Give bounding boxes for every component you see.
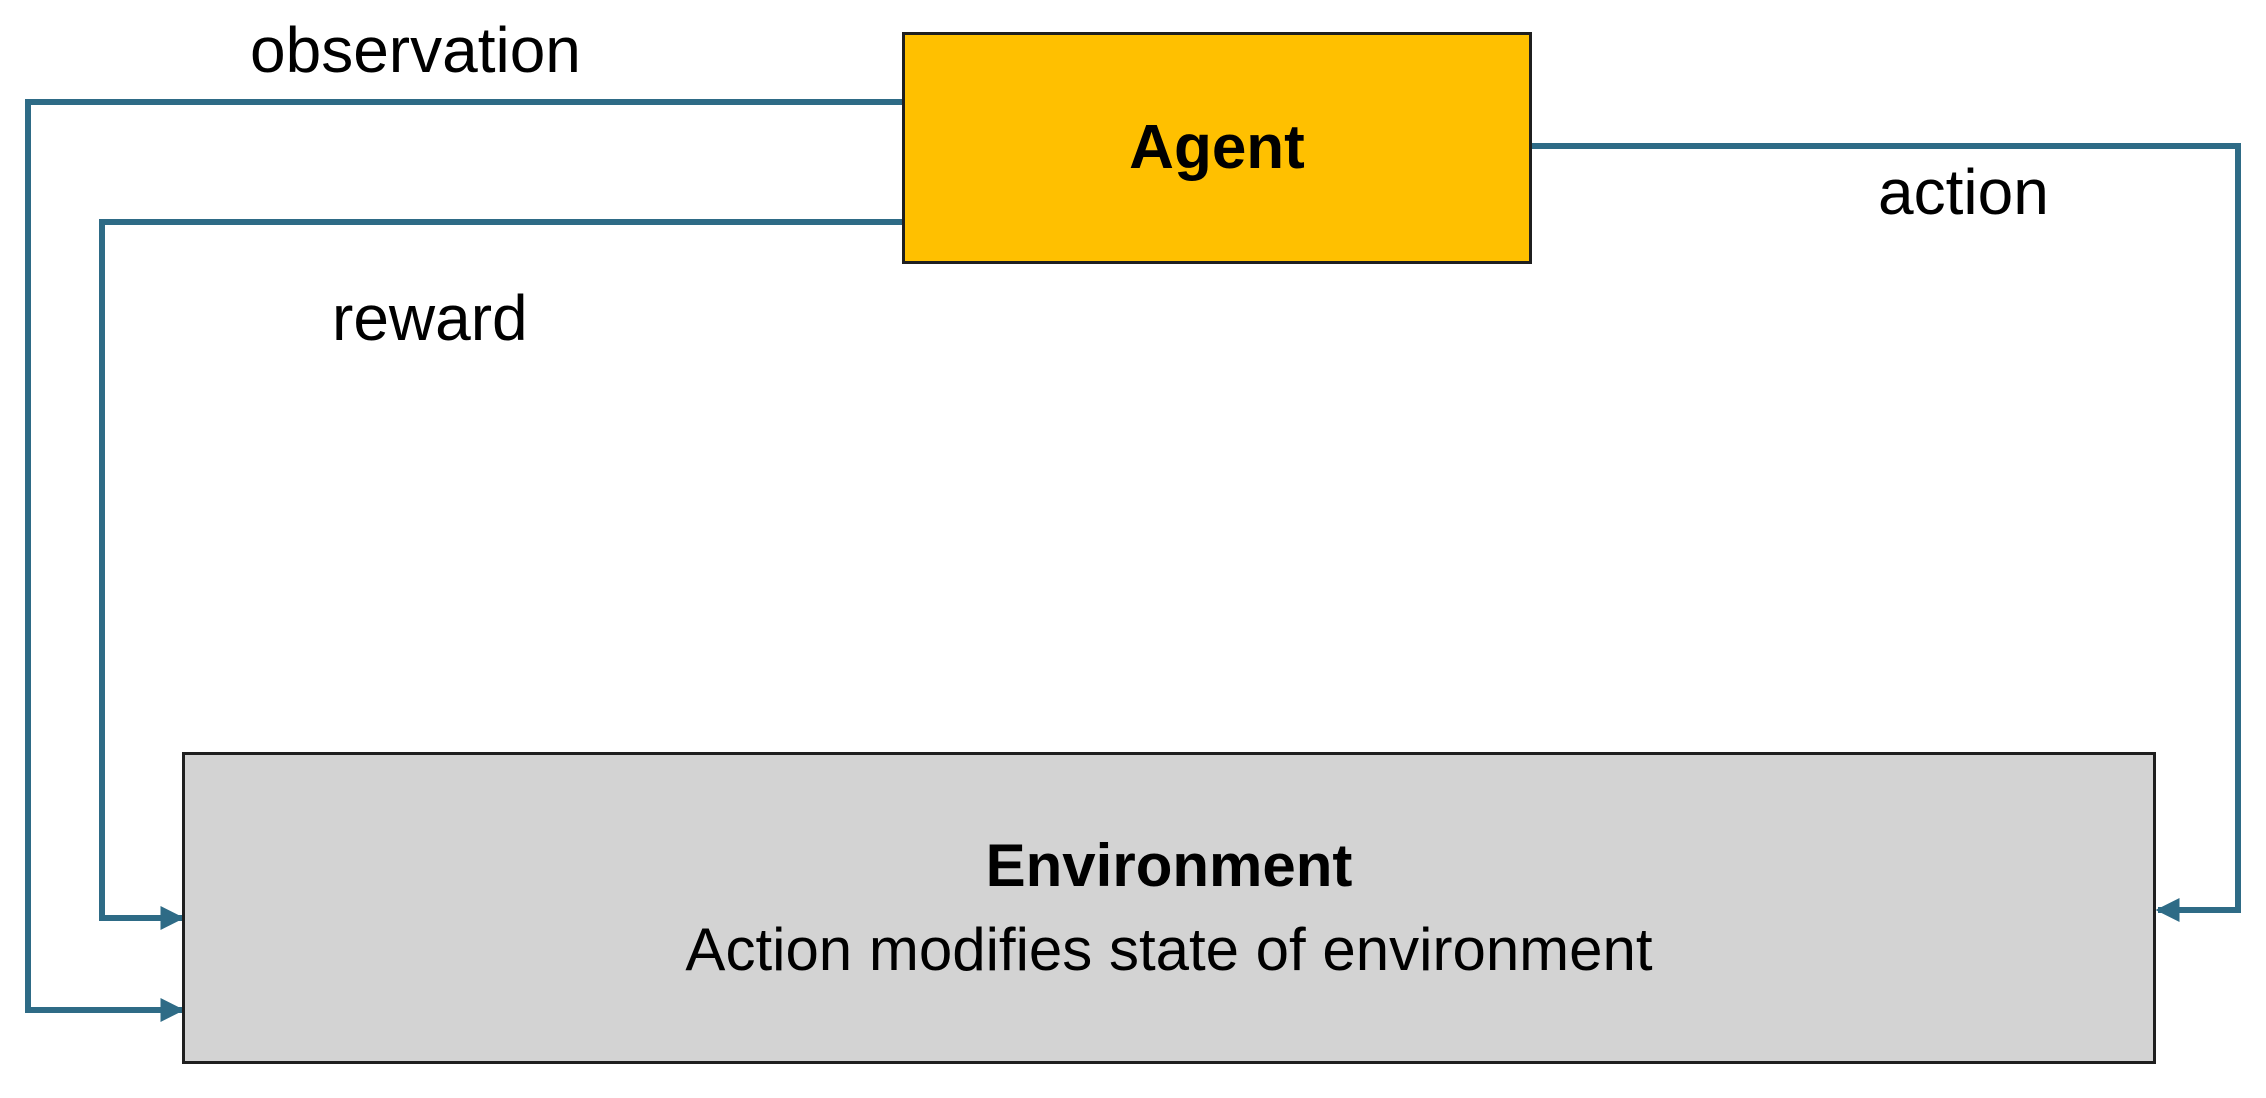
environment-description: Action modifies state of environment (685, 915, 1653, 983)
agent-box: Agent (902, 32, 1532, 264)
observation-arrow (25, 99, 902, 1022)
observation-label: observation (250, 14, 581, 86)
reward-arrow (99, 219, 902, 930)
action-arrow (1532, 143, 2241, 922)
agent-label: Agent (1129, 113, 1305, 182)
environment-box: Environment Action modifies state of env… (182, 752, 2156, 1064)
action-label: action (1878, 156, 2049, 228)
environment-title: Environment (985, 831, 1353, 899)
reward-label: reward (332, 282, 528, 354)
